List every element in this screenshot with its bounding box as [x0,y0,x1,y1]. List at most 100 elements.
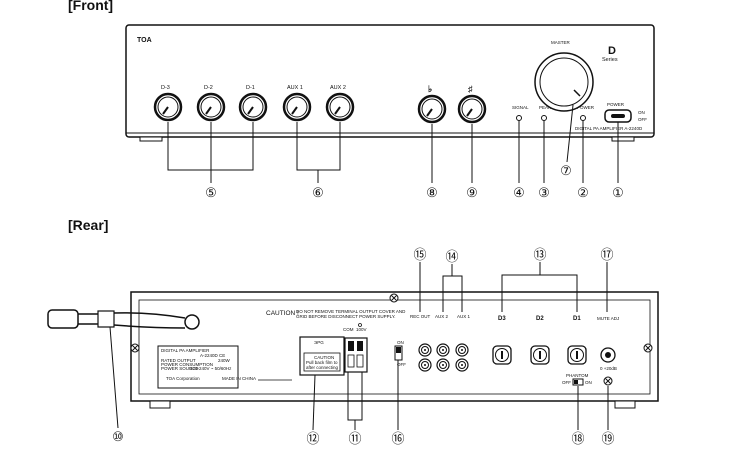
d2-label: D2 [536,316,544,322]
power-on-label: ON [638,110,645,115]
d1-input[interactable] [567,345,587,365]
power-switch[interactable] [604,109,632,123]
knob-d2[interactable] [196,92,226,122]
callout-7: ⑦ [560,163,572,178]
aux1-jack-bottom[interactable] [455,358,469,372]
terminal-label-100v: 100V [356,327,367,332]
phantom-label: PHANTOM [566,373,589,378]
phantom-switch[interactable] [572,378,584,386]
section-title-rear: [Rear] [68,217,109,233]
knob-label-d2: D-2 [204,85,213,91]
knob-label-bass: ♭ [428,84,432,94]
callout-4: ④ [513,185,525,200]
knob-label-d3: D-3 [161,85,170,91]
svg-text:RATED OUTPUT: RATED OUTPUT [161,358,196,363]
phantom-off-label: OFF [562,380,571,385]
callout-2: ② [577,185,589,200]
rear-panel: DIGITAL PA AMPLIFIER A-2240D CE RATED OU… [47,247,659,446]
knob-label-treble: ♯ [468,84,473,94]
callout-9: ⑨ [466,185,478,200]
svg-text:TOA Corporation: TOA Corporation [166,376,200,381]
phantom-on-label: ON [585,380,592,385]
knob-bass[interactable] [417,94,447,124]
knob-label-d1: D-1 [246,85,255,91]
speaker-terminal-block[interactable] [344,337,368,373]
svg-text:220-240V ~ 50/60Hz: 220-240V ~ 50/60Hz [190,366,232,371]
master-label: MASTER [551,40,571,45]
terminal-note-1: CAUTION [314,355,334,360]
mute-adj-label: MUTE ADJ [597,316,619,321]
callout-11: ⑪ [348,431,361,446]
rec-out-jack-top[interactable] [418,343,432,357]
terminal-note-3: after connecting [306,365,339,370]
d3-input[interactable] [492,345,512,365]
knob-d3[interactable] [153,92,183,122]
svg-text:POWER CONSUMPTION: POWER CONSUMPTION [161,362,213,367]
callout-13: ⑬ [533,247,546,262]
svg-text:240W: 240W [218,358,231,363]
knob-treble[interactable] [457,94,487,124]
callout-1: ① [612,185,624,200]
aux2-jack-label: AUX 2 [435,314,449,319]
aux2-jack-bottom[interactable] [436,358,450,372]
terminal-note-2: Pull back film to [306,360,338,365]
svg-text:POWER SOURCE: POWER SOURCE [161,366,199,371]
rear-screw-left [130,343,140,353]
aux1-jack-top[interactable] [455,343,469,357]
brand-logo: TOA [137,37,152,44]
callout-16: ⑯ [391,431,404,446]
peak-label: PEAK [539,105,551,110]
rear-screw-top [389,293,399,303]
mute-adj-knob[interactable] [600,347,616,363]
power-cord [47,309,200,330]
caution-text-1: DO NOT REMOVE TERMINAL OUTPUT COVER AND [296,309,406,314]
d1-label: D1 [573,316,581,322]
front-panel: TOA D Series D-3 D-2 D-1 AUX 1 AUX 2 ♭ ♯… [125,24,655,200]
terminal-label-com: COM [343,327,354,332]
callout-6: ⑥ [312,185,324,200]
d2-input[interactable] [530,345,550,365]
aux2-jack-top[interactable] [436,343,450,357]
power-switch-label: POWER [607,102,625,107]
callout-12: ⑫ [306,431,319,446]
peak-indicator [541,115,547,121]
callout-15: ⑮ [413,247,426,262]
series-label: Series [602,57,618,63]
rec-out-label: REC OUT [410,314,431,319]
knob-d1[interactable] [238,92,268,122]
d3-label: D3 [498,316,506,322]
caution-label: CAUTION ! [266,310,299,317]
callout-8: ⑧ [426,185,438,200]
rear-screw-right [643,343,653,353]
ground-terminal[interactable] [603,376,613,386]
aux1-jack-label: AUX 1 [457,314,471,319]
power-indicator-label: POWER [577,105,595,110]
rec-out-jack-bottom[interactable] [418,358,432,372]
svg-text:MADE IN CHINA: MADE IN CHINA [222,376,256,381]
mute-adj-scale: 0 +20dB [600,366,617,371]
callout-5: ⑤ [205,185,217,200]
power-off-label: OFF [638,117,647,122]
callout-18: ⑱ [571,431,584,446]
callout-14: ⑭ [445,249,458,264]
rating-label-plate: DIGITAL PA AMPLIFIER A-2240D CE RATED OU… [157,345,256,389]
knob-aux2[interactable] [325,92,355,122]
signal-indicator [516,115,522,121]
power-indicator [580,115,586,121]
svg-text:A-2240D CE: A-2240D CE [200,353,225,358]
master-knob[interactable] [534,52,594,112]
rear-switch-on-label: ON [397,340,404,345]
knob-aux1[interactable] [282,92,312,122]
svg-text:DIGITAL PA AMPLIFIER: DIGITAL PA AMPLIFIER [161,348,210,353]
rear-switch-off-label: OFF [397,362,406,367]
model-label: DIGITAL PA AMPLIFIER A-2240D [575,126,643,131]
terminal-cover-header: ЭPG [314,340,324,345]
terminal-cover[interactable] [299,336,345,376]
section-title-front: [Front] [68,0,114,13]
signal-label: SIGNAL [512,105,529,110]
rear-toggle-switch[interactable] [394,345,403,361]
callout-19: ⑲ [601,431,614,446]
callout-10: ⑩ [112,429,124,444]
knob-label-aux2: AUX 2 [330,85,346,91]
